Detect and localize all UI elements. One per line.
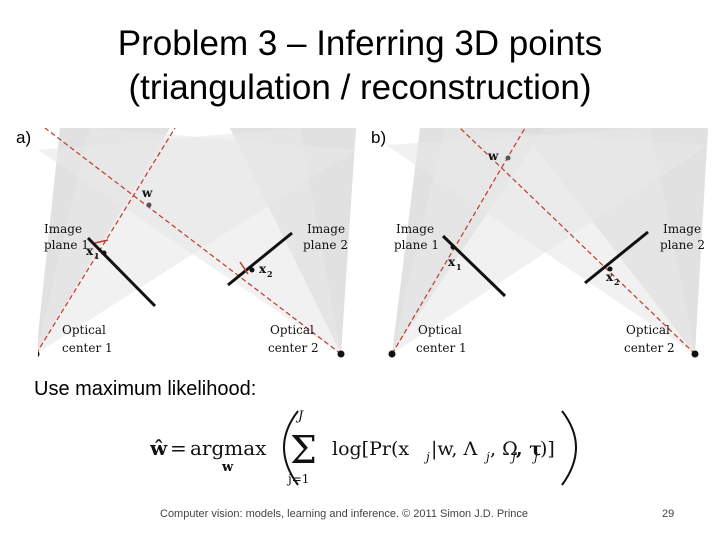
offset-a-2 xyxy=(239,261,249,275)
point-w-b xyxy=(505,155,511,161)
eq-equals: = xyxy=(170,436,187,460)
label-optical-b-2-l2: center 2 xyxy=(624,341,675,355)
label-image-plane-a-2-l1: Image xyxy=(307,222,345,236)
eq-sum-top: J xyxy=(295,409,304,424)
eq-argmax-sub: w xyxy=(221,460,234,475)
label-image-plane-a-2-l2: plane 2 xyxy=(303,238,348,252)
eq-params: |w, Λ xyxy=(431,438,477,460)
frustum-a-2b xyxy=(38,128,341,354)
point-x2-b xyxy=(607,266,613,272)
panel-a-labels: w Image plane 1 Image plane 2 x 1 x 2 Op… xyxy=(44,186,348,355)
eq-argmax: argmax xyxy=(190,436,267,460)
eq-tau: , τ xyxy=(516,438,542,460)
eq-param-sub-3: j xyxy=(531,450,538,464)
point-x1-a xyxy=(101,250,107,256)
footer-citation: Computer vision: models, learning and in… xyxy=(160,508,529,520)
eq-param-sub-2: j xyxy=(509,450,516,464)
point-x2-a xyxy=(249,267,255,273)
optical-center-a-1 xyxy=(38,351,40,357)
label-optical-a-2-l2: center 2 xyxy=(268,341,319,355)
image-plane-b-2 xyxy=(584,230,649,285)
optical-center-a-2 xyxy=(337,350,345,358)
ml-equation: ŵ = argmax w J Σ j=1 log[Pr(x j |w, Λ j … xyxy=(150,409,577,486)
label-x2-a-sub: 2 xyxy=(267,269,273,279)
ray-a-2 xyxy=(44,128,342,355)
slide-title: Problem 3 – Inferring 3D points (triangu… xyxy=(0,22,720,110)
eq-close: )] xyxy=(540,438,555,460)
label-x2-b-sub: 2 xyxy=(614,277,620,287)
eq-left-paren xyxy=(283,410,299,486)
label-optical-a-2-l1: Optical xyxy=(270,323,314,337)
panel-a xyxy=(38,128,356,358)
eq-right-paren xyxy=(561,410,577,486)
label-x1-a-sub: 1 xyxy=(94,251,100,261)
eq-param-sub-1: j xyxy=(483,450,490,464)
label-optical-b-1-l2: center 1 xyxy=(416,341,467,355)
label-w-b: w xyxy=(487,149,499,163)
ray-b-1 xyxy=(391,128,526,355)
label-x2-b: x xyxy=(606,270,614,284)
eq-sum: Σ xyxy=(290,428,317,472)
point-x1-b xyxy=(450,244,456,250)
panel-b xyxy=(386,128,708,358)
panel-a-label: a) xyxy=(16,128,32,147)
offset-a-1 xyxy=(94,239,109,244)
optical-center-b-2 xyxy=(691,350,699,358)
label-w-a: w xyxy=(141,186,153,200)
label-x2-a: x xyxy=(259,262,267,276)
ray-b-2 xyxy=(459,128,696,355)
panel-b-label: b) xyxy=(371,128,387,147)
image-plane-a-2 xyxy=(227,231,293,287)
eq-lhs: ŵ xyxy=(150,436,168,460)
label-optical-b-1-l1: Optical xyxy=(418,323,462,337)
label-image-plane-a-1-l2: plane 1 xyxy=(44,238,89,252)
page-number: 29 xyxy=(662,508,675,520)
label-optical-a-1-l2: center 1 xyxy=(62,341,113,355)
image-plane-a-1 xyxy=(86,236,157,308)
label-optical-a-1-l1: Optical xyxy=(62,323,106,337)
subheading: Use maximum likelihood: xyxy=(34,378,257,400)
frustum-b-2b xyxy=(386,128,695,354)
label-optical-b-2-l1: Optical xyxy=(626,323,670,337)
eq-sum-bottom: j=1 xyxy=(286,472,309,486)
label-x1-a: x xyxy=(86,244,94,258)
label-image-plane-a-1-l1: Image xyxy=(44,222,82,236)
point-w-a xyxy=(146,202,152,208)
label-x1-b: x xyxy=(448,255,456,269)
label-image-plane-b-1-l2: plane 1 xyxy=(394,238,439,252)
title-line-2: (triangulation / reconstruction) xyxy=(128,68,592,107)
panel-b-labels: w Image plane 1 Image plane 2 x 1 x 2 Op… xyxy=(394,149,705,355)
label-image-plane-b-2-l1: Image xyxy=(663,222,701,236)
optical-center-b-1 xyxy=(388,350,396,358)
title-line-1: Problem 3 – Inferring 3D points xyxy=(117,24,603,63)
label-x1-b-sub: 1 xyxy=(456,262,462,272)
label-image-plane-b-1-l1: Image xyxy=(396,222,434,236)
label-image-plane-b-2-l2: plane 2 xyxy=(660,238,705,252)
eq-omega: , Ω xyxy=(490,438,518,460)
eq-body: log[Pr(x xyxy=(332,438,409,460)
eq-body-sub: j xyxy=(423,450,430,464)
